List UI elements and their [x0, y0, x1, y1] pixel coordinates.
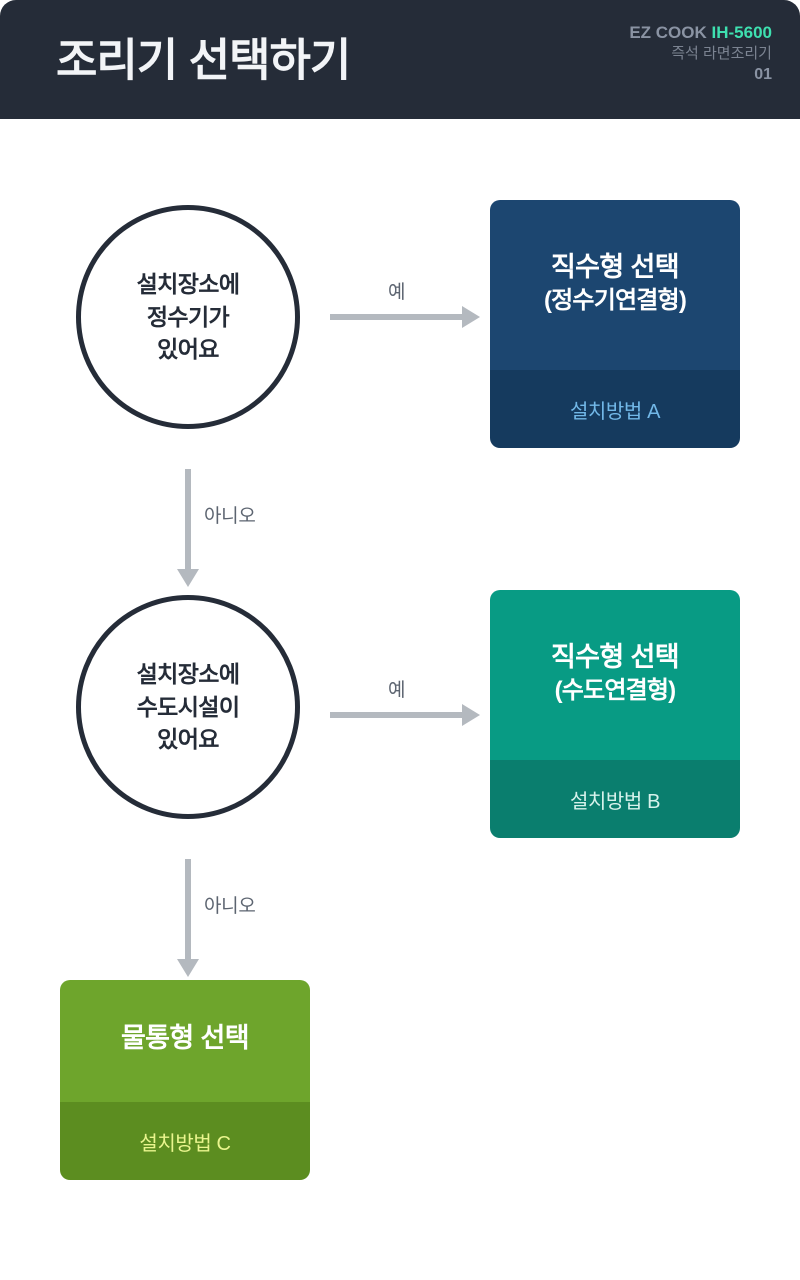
card-subtitle: (정수기연결형): [543, 286, 687, 314]
outcome-card-option-c[interactable]: 물통형 선택 설치방법 C: [60, 980, 310, 1180]
outcome-card-option-a[interactable]: 직수형 선택 (정수기연결형) 설치방법 A: [490, 200, 740, 448]
product-name: 즉석 라면조리기: [671, 45, 772, 63]
card-title: 직수형 선택: [550, 251, 680, 282]
card-footer-label: 설치방법 A: [490, 370, 740, 448]
edge-label-yes: 예: [388, 282, 406, 303]
card-title: 물통형 선택: [120, 1023, 250, 1054]
decision-line: 수도시설이: [136, 693, 240, 720]
header-meta: EZ COOK IH-5600 즉석 라면조리기 01: [629, 22, 772, 85]
decision-node-water-supply[interactable]: 설치장소에 수도시설이 있어요: [76, 595, 300, 819]
arrow-no-to-decision-2: [177, 469, 199, 587]
product-model-line: EZ COOK IH-5600: [629, 22, 772, 44]
arrow-yes-to-option-a: [330, 306, 480, 328]
arrow-head-icon: [177, 569, 199, 587]
page-number: 01: [754, 66, 772, 84]
card-footer-label: 설치방법 B: [490, 760, 740, 838]
card-title: 직수형 선택: [550, 641, 680, 672]
card-body: 물통형 선택: [60, 980, 310, 1102]
arrow-head-icon: [462, 306, 480, 328]
flowchart-canvas: 설치장소에 정수기가 있어요 예 직수형 선택 (정수기연결형) 설치방법 A …: [0, 119, 800, 1280]
arrow-shaft: [330, 314, 462, 320]
decision-line: 설치장소에: [136, 271, 240, 298]
arrow-head-icon: [462, 704, 480, 726]
brand-label: EZ COOK: [629, 23, 707, 42]
arrow-shaft: [185, 859, 191, 959]
decision-line: 있어요: [157, 726, 219, 753]
edge-label-yes: 예: [388, 680, 406, 701]
arrow-yes-to-option-b: [330, 704, 480, 726]
card-body: 직수형 선택 (정수기연결형): [490, 200, 740, 370]
page-header: 조리기 선택하기 EZ COOK IH-5600 즉석 라면조리기 01: [0, 0, 800, 119]
card-subtitle: (수도연결형): [554, 676, 677, 704]
decision-line: 있어요: [157, 336, 219, 363]
card-body: 직수형 선택 (수도연결형): [490, 590, 740, 760]
decision-node-water-purifier[interactable]: 설치장소에 정수기가 있어요: [76, 205, 300, 429]
arrow-head-icon: [177, 959, 199, 977]
edge-label-no: 아니오: [204, 896, 256, 917]
card-footer-label: 설치방법 C: [60, 1102, 310, 1180]
decision-line: 정수기가: [146, 303, 230, 330]
arrow-shaft: [185, 469, 191, 569]
arrow-no-to-option-c: [177, 859, 199, 977]
page-title: 조리기 선택하기: [56, 34, 351, 85]
edge-label-no: 아니오: [204, 506, 256, 527]
outcome-card-option-b[interactable]: 직수형 선택 (수도연결형) 설치방법 B: [490, 590, 740, 838]
model-number: IH-5600: [711, 23, 772, 42]
arrow-shaft: [330, 712, 462, 718]
decision-line: 설치장소에: [136, 661, 240, 688]
